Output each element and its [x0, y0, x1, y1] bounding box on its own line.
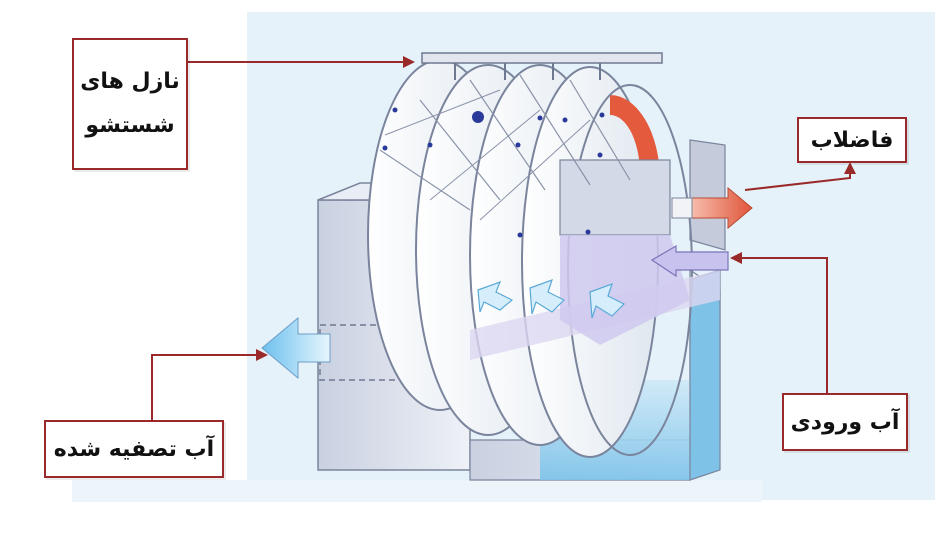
waste-outlet-arrow — [689, 186, 753, 230]
diagram-background-lower — [72, 480, 762, 502]
nozzle-bar — [421, 52, 663, 80]
waste-pipe — [671, 197, 693, 219]
internal-flow-arrows — [477, 279, 626, 319]
waste-label: فاضلاب — [797, 117, 907, 163]
inlet-arrow — [650, 244, 729, 278]
nozzle-label: نازل های شستشو — [72, 38, 188, 170]
leader-lines — [151, 56, 856, 420]
spray-dots — [382, 107, 605, 238]
clean-water-label: آب تصفیه شده — [44, 420, 224, 478]
clean-water-outlet-arrow — [261, 316, 331, 380]
nozzle-label-line2: شستشو — [85, 113, 175, 138]
nozzle-label-line1: نازل های — [80, 69, 180, 94]
inlet-water-label: آب ورودی — [782, 393, 908, 451]
